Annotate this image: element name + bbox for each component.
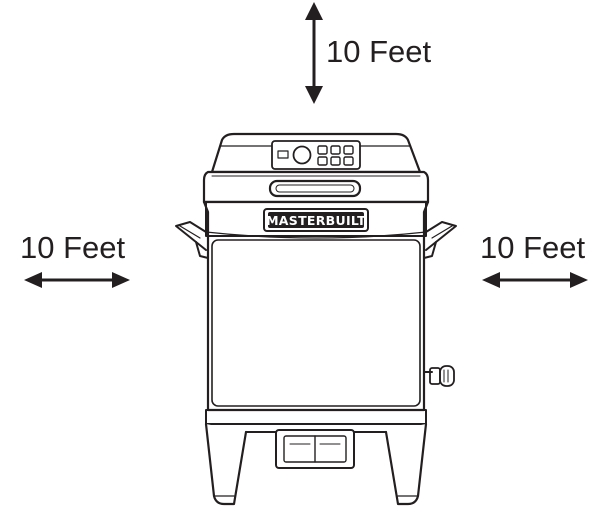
- fryer-stand: [204, 422, 428, 506]
- keypad-buttons: [317, 145, 354, 166]
- top-clearance-label: 10 Feet: [326, 34, 432, 69]
- brand-logo: MASTERBUILT: [266, 213, 366, 228]
- left-side-handle: [175, 221, 209, 259]
- right-side-handle: [423, 221, 457, 259]
- right-clearance-arrow: [482, 272, 588, 288]
- right-clearance-label: 10 Feet: [480, 230, 586, 265]
- top-clearance-arrow: [305, 2, 323, 104]
- brand-plate: MASTERBUILT: [263, 208, 369, 232]
- control-panel: [271, 140, 361, 170]
- left-clearance-label: 10 Feet: [20, 230, 126, 265]
- fryer-body: [202, 200, 430, 425]
- control-knob-icon: [292, 145, 312, 165]
- drain-valve: [423, 365, 455, 387]
- left-clearance-arrow: [24, 272, 130, 288]
